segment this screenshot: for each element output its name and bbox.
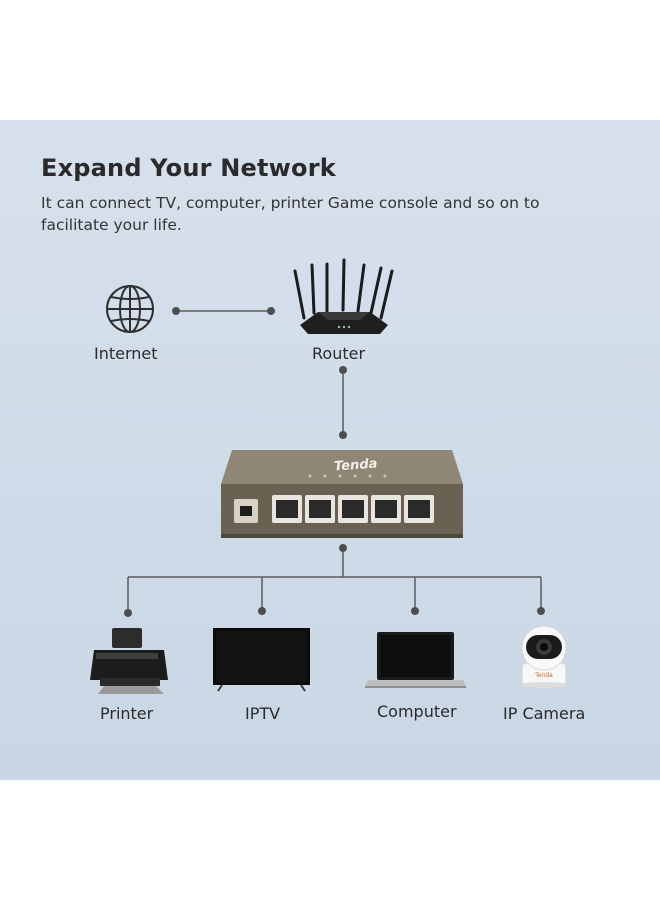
printer-label: Printer [100,704,154,723]
connector-dot [124,609,132,617]
ip-camera-label: IP Camera [503,704,586,723]
tv-icon [213,628,310,692]
page-subtitle: It can connect TV, computer, printer Gam… [41,194,540,234]
connector-dot [537,607,545,615]
camera-brand-logo: Tenda [534,672,553,679]
connector-dot [411,607,419,615]
page-title: Expand Your Network [41,154,336,182]
laptop-icon [365,632,466,688]
computer-label: Computer [377,702,457,721]
network-diagram: Tenda [90,258,567,694]
camera-icon: Tenda [521,625,567,688]
connector-dot [172,307,180,315]
connector-dot [339,544,347,552]
diagram-panel: Expand Your Network It can connect TV, c… [0,120,660,780]
switch-brand-logo: Tenda [334,457,378,475]
connector-dots [124,307,545,617]
connector-dot [339,366,347,374]
router-label: Router [312,344,366,363]
switch-icon: Tenda [221,450,463,538]
connector-lines [127,310,542,613]
router-icon [293,258,394,334]
globe-icon [106,285,154,333]
iptv-label: IPTV [245,704,281,723]
connector-dot [339,431,347,439]
connector-dot [267,307,275,315]
internet-label: Internet [94,344,158,363]
printer-icon [90,628,168,694]
connector-dot [258,607,266,615]
